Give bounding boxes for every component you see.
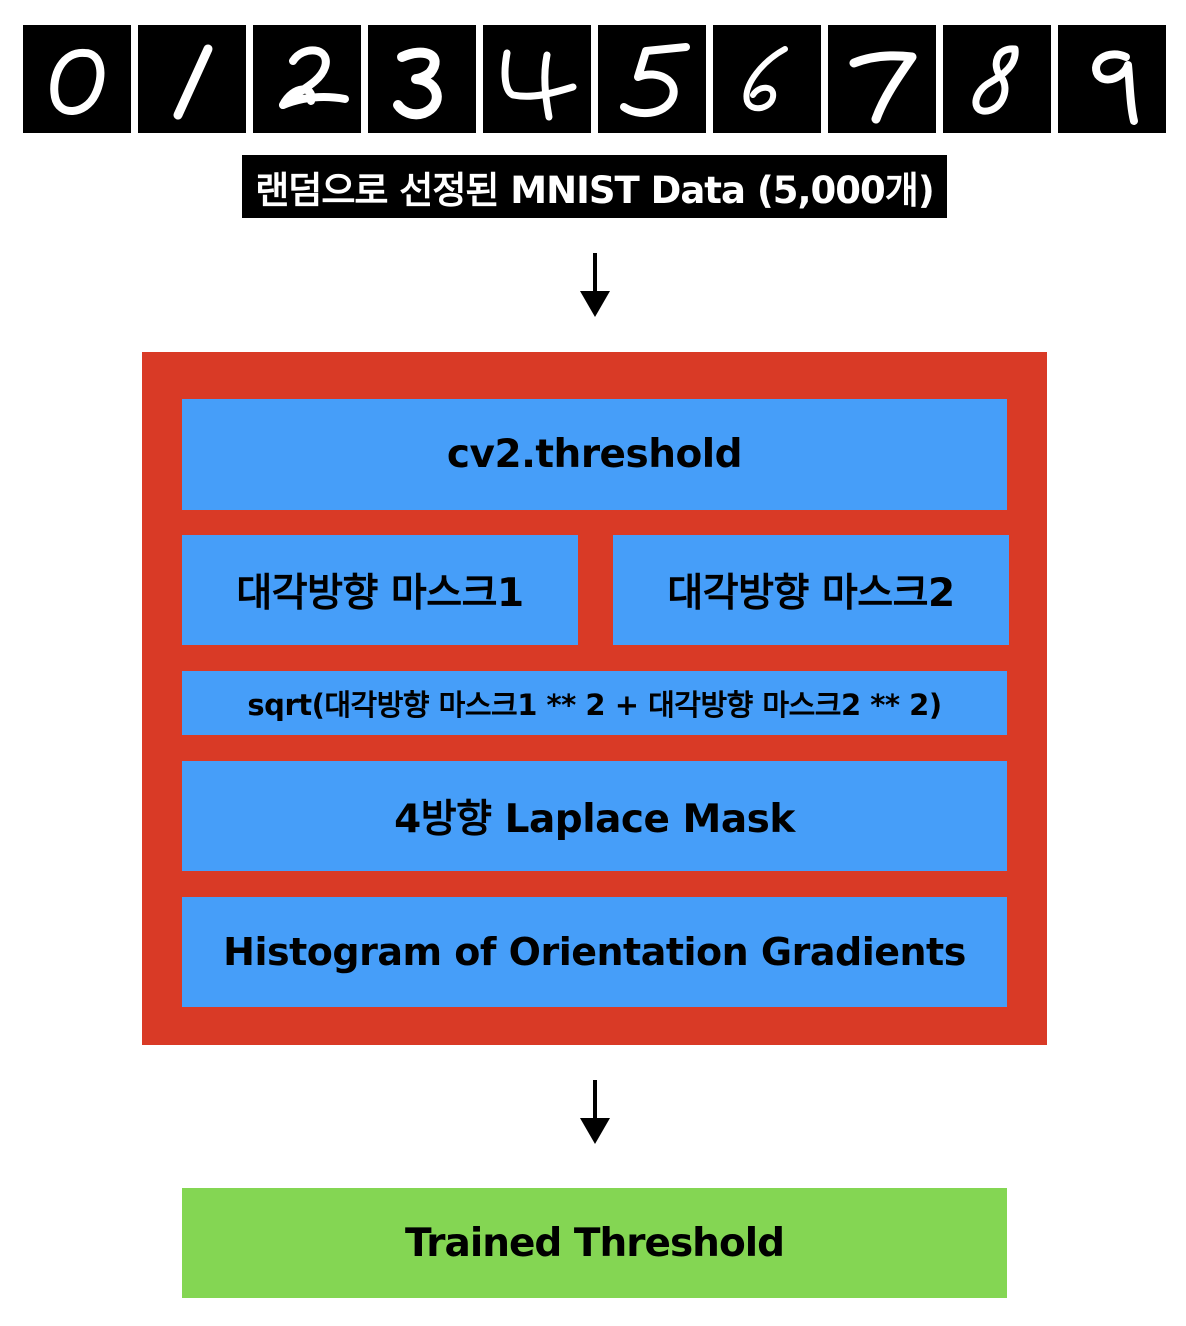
mnist-digit-2-image xyxy=(253,25,361,133)
mnist-digit-9-image xyxy=(1058,25,1166,133)
down-arrow-icon xyxy=(575,253,615,319)
mnist-digit-7-image xyxy=(828,25,936,133)
mnist-digit-1-image xyxy=(138,25,246,133)
hog-step: Histogram of Orientation Gradients xyxy=(182,897,1007,1007)
mnist-digit-0-image xyxy=(23,25,131,133)
mnist-digit-3-image xyxy=(368,25,476,133)
mnist-digit-4-image xyxy=(483,25,591,133)
mnist-digit-5-image xyxy=(598,25,706,133)
combine-masks-step: sqrt(대각방향 마스크1 ** 2 + 대각방향 마스크2 ** 2) xyxy=(182,671,1007,735)
mnist-digit-6-image xyxy=(713,25,821,133)
trained-threshold-result: Trained Threshold xyxy=(182,1188,1007,1298)
laplace-mask-step: 4방향 Laplace Mask xyxy=(182,761,1007,871)
threshold-step: cv2.threshold xyxy=(182,399,1007,510)
dataset-caption: 랜덤으로 선정된 MNIST Data (5,000개) xyxy=(242,155,947,218)
mnist-digit-8-image xyxy=(943,25,1051,133)
down-arrow-icon xyxy=(575,1080,615,1146)
diagonal-mask-1-step: 대각방향 마스크1 xyxy=(182,535,578,645)
diagonal-mask-2-step: 대각방향 마스크2 xyxy=(613,535,1009,645)
